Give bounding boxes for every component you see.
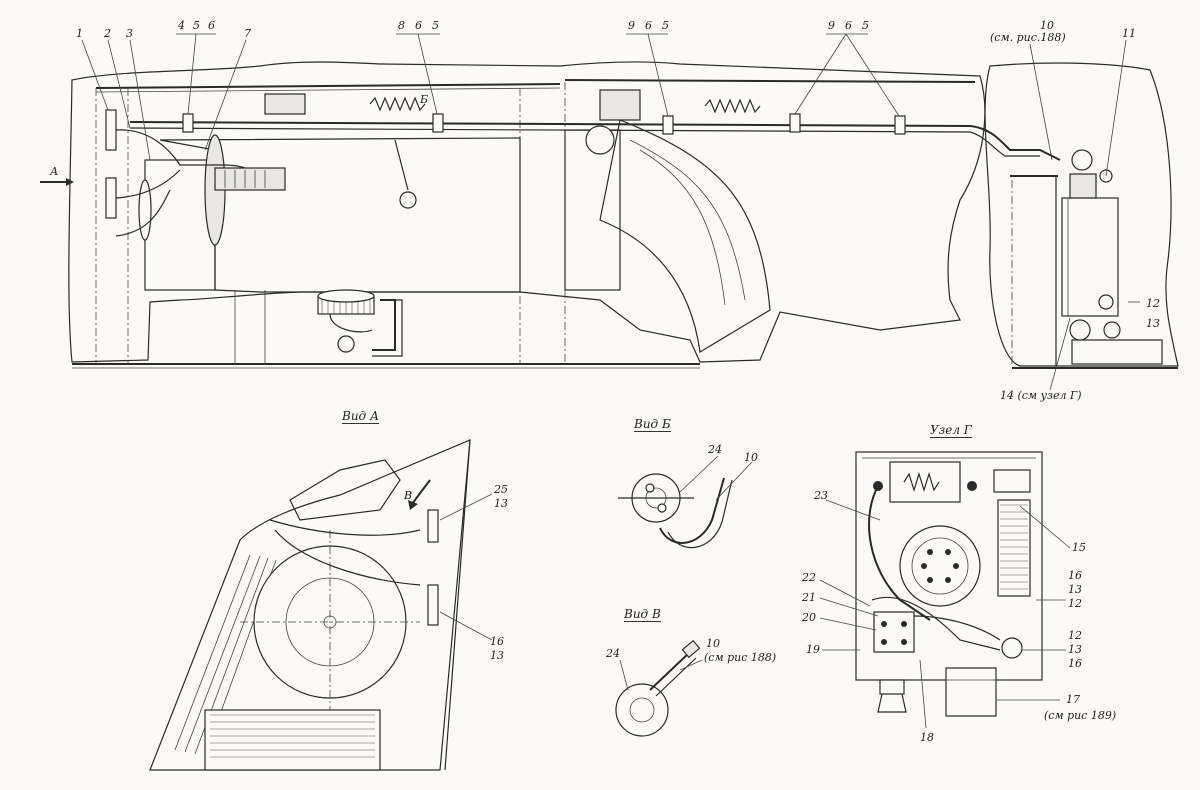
node-g-label-19: 19 [806, 643, 820, 656]
top-leaders [81, 33, 900, 161]
main-hull-section [68, 61, 986, 369]
callout-1: 1 [76, 27, 83, 40]
node-g-label-15: 15 [1072, 541, 1086, 554]
node-g-label-16: 16 [1068, 569, 1082, 582]
node-g-label-22: 22 [802, 571, 816, 584]
node-g-label-12: 12 [1068, 597, 1082, 610]
node-g-label-16b: 16 [1068, 657, 1082, 670]
node-g-title: Узел Г [930, 423, 972, 438]
node-g-label-18: 18 [920, 731, 934, 744]
fuel-pump [317, 289, 403, 357]
node-g-label-12b: 12 [1068, 629, 1082, 642]
view-a-label-13: 13 [494, 497, 508, 510]
view-a-label-16: 16 [490, 635, 504, 648]
view-b-drawing [618, 455, 753, 549]
view-v-label-10: 10 [706, 637, 720, 650]
view-v-title: Вид В [624, 607, 661, 622]
callout-2: 2 [104, 27, 111, 40]
callout-10: 10 [1040, 19, 1054, 32]
callout-12: 12 [1146, 297, 1160, 310]
view-b-label-10: 10 [744, 451, 758, 464]
view-a-label-25: 25 [494, 483, 508, 496]
callout-13: 13 [1146, 317, 1160, 330]
callout-6c: 6 [645, 19, 652, 32]
callout-6d: 6 [845, 19, 852, 32]
callout-6b: 6 [415, 19, 422, 32]
node-g-label-23: 23 [814, 489, 828, 502]
view-a-label-13b: 13 [490, 649, 504, 662]
node-g-label-21: 21 [802, 591, 816, 604]
arrow-b-label: Б [420, 93, 429, 106]
view-v-label-24: 24 [606, 647, 620, 660]
callout-7: 7 [244, 27, 251, 40]
view-b-title: Вид Б [634, 417, 671, 432]
view-v-drawing [615, 639, 703, 737]
callout-5b: 5 [432, 19, 439, 32]
callout-8: 8 [398, 19, 405, 32]
callout-4: 4 [178, 19, 185, 32]
callout-11: 11 [1122, 27, 1136, 40]
arrow-v-label: В [404, 489, 413, 502]
callout-6: 6 [208, 19, 215, 32]
callout-10-note: (см. рис.188) [990, 31, 1066, 44]
view-v-note: (см рис 188) [704, 651, 777, 664]
callout-5: 5 [193, 19, 200, 32]
view-b-label-24: 24 [708, 443, 722, 456]
view-a-drawing [149, 439, 493, 771]
view-a-arrow [40, 178, 74, 186]
callout-9: 9 [628, 19, 635, 32]
node-g-drawing [819, 451, 1071, 729]
node-g-label-20: 20 [802, 611, 816, 624]
callout-14: 14 (см узел Г) [1000, 389, 1082, 402]
arrow-a-label: А [50, 165, 59, 178]
node-g-label-17: 17 [1066, 693, 1080, 706]
right-compartment [984, 39, 1179, 391]
left-wiring [105, 109, 286, 237]
node-g-label-13: 13 [1068, 583, 1082, 596]
callout-5c: 5 [662, 19, 669, 32]
fuel-line [129, 89, 1061, 209]
node-g-note: (см рис 189) [1044, 709, 1117, 722]
callout-3: 3 [126, 27, 133, 40]
callout-9b: 9 [828, 19, 835, 32]
node-g-label-13b: 13 [1068, 643, 1082, 656]
callout-5d: 5 [862, 19, 869, 32]
view-a-title: Вид А [342, 409, 380, 424]
